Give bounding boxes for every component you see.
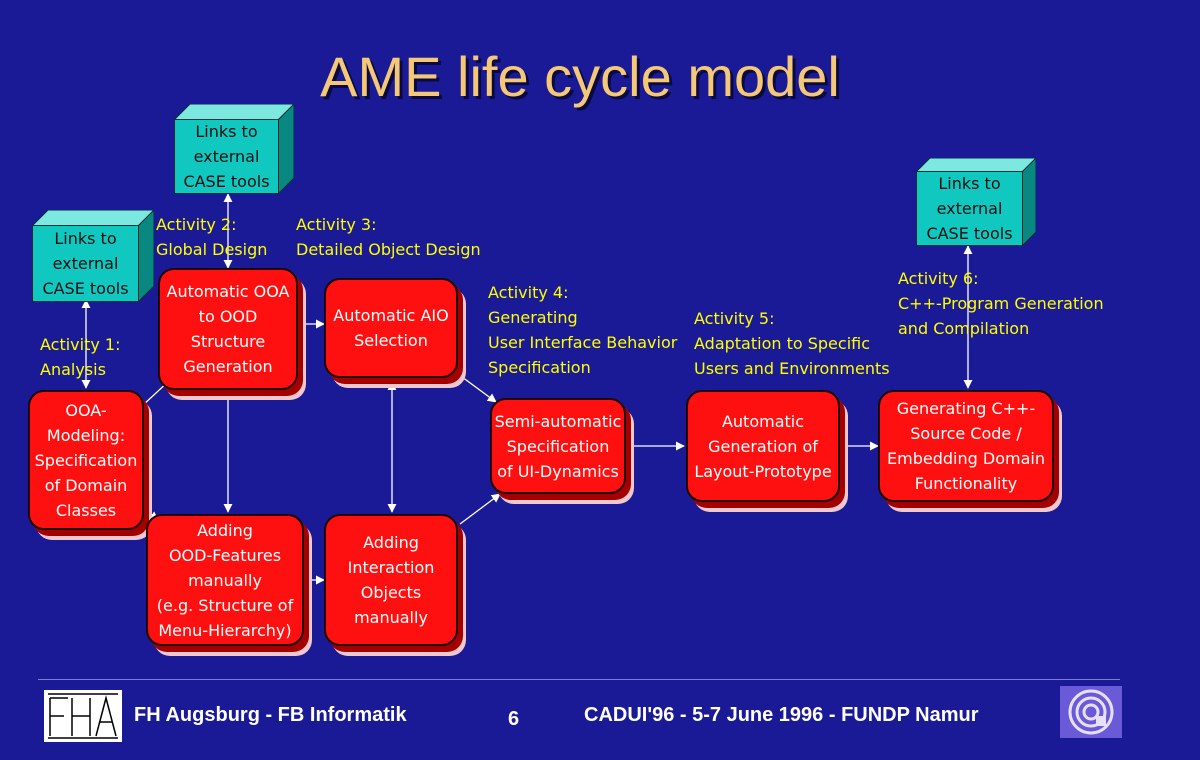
box-ooa-modeling: OOA- Modeling: Specification of Domain C… bbox=[28, 390, 144, 530]
activity-6-label: Activity 6: C++-Program Generation and C… bbox=[898, 269, 1104, 338]
activity-1-label: Activity 1: Analysis bbox=[40, 335, 121, 379]
box-semi-automatic-specification: Semi-automatic Specification of UI-Dynam… bbox=[490, 398, 626, 494]
activity-2-label: Activity 2: Global Design bbox=[156, 215, 268, 259]
slide-title: AME life cycle model bbox=[320, 45, 840, 108]
cube-label: Links to external CASE tools bbox=[174, 119, 279, 194]
footer-page-number: 6 bbox=[508, 708, 520, 730]
footer-institution: FH Augsburg - FB Informatik bbox=[134, 704, 407, 726]
box-automatic-ooa-to-ood: Automatic OOA to OOD Structure Generatio… bbox=[158, 268, 298, 390]
fha-logo bbox=[44, 690, 122, 742]
footer-conference: CADUI'96 - 5-7 June 1996 - FUNDP Namur bbox=[584, 704, 979, 726]
fundp-logo bbox=[1060, 686, 1122, 738]
box-generating-cpp-source: Generating C++- Source Code / Embedding … bbox=[878, 390, 1054, 502]
activity-5-label: Activity 5: Adaptation to Specific Users… bbox=[694, 309, 890, 378]
box-automatic-aio-selection: Automatic AIO Selection bbox=[324, 278, 458, 378]
cube-label: Links to external CASE tools bbox=[916, 171, 1023, 246]
box-adding-ood-features: Adding OOD-Features manually (e.g. Struc… bbox=[146, 514, 304, 646]
activity-3-label: Activity 3: Detailed Object Design bbox=[296, 215, 481, 259]
activity-4-label: Activity 4: Generating User Interface Be… bbox=[488, 283, 678, 377]
footer-divider bbox=[38, 679, 1120, 680]
cube-label: Links to external CASE tools bbox=[32, 225, 139, 302]
box-automatic-layout-generation: Automatic Generation of Layout-Prototype bbox=[686, 390, 840, 502]
case-tools-cube-codegen: Links to external CASE tools bbox=[916, 158, 1036, 246]
box-adding-interaction-objects: Adding Interaction Objects manually bbox=[324, 514, 458, 646]
case-tools-cube-analysis: Links to external CASE tools bbox=[32, 210, 154, 302]
case-tools-cube-global-design: Links to external CASE tools bbox=[174, 104, 294, 194]
arrow-autoaio-semiauto bbox=[457, 373, 497, 403]
arrow-addinginteraction-semiauto bbox=[459, 493, 501, 525]
